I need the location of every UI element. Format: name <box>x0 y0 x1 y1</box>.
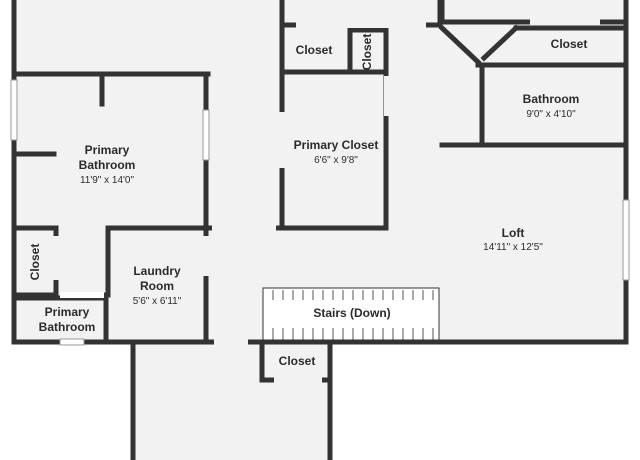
primary-bathroom-small-name-1: Primary <box>45 305 90 319</box>
primary-closet-dims: 6'6" x 9'8" <box>314 155 358 166</box>
door-openings <box>53 19 600 383</box>
stairs-label: Stairs (Down) <box>313 306 390 320</box>
primary-bathroom-dims: 11'9" x 14'0" <box>80 175 135 186</box>
closet-top-left-label: Closet <box>296 43 333 57</box>
laundry-room-dims: 5'6" x 6'11" <box>133 296 182 307</box>
loft-dims: 14'11" x 12'5" <box>483 242 543 253</box>
primary-bathroom-name-2: Bathroom <box>79 158 136 172</box>
primary-bathroom-name-1: Primary <box>85 143 130 157</box>
floor-area <box>14 0 626 460</box>
laundry-room-name-1: Laundry <box>133 264 181 278</box>
windows <box>10 79 630 346</box>
laundry-room-name-2: Room <box>140 279 174 293</box>
bathroom-dims: 9'0" x 4'10" <box>526 109 576 120</box>
closet-top-right-label: Closet <box>551 37 588 51</box>
closet-bottom-label: Closet <box>279 354 316 368</box>
primary-bathroom-small-name-2: Bathroom <box>39 320 96 334</box>
primary-closet-name: Primary Closet <box>294 138 379 152</box>
bathroom-name: Bathroom <box>523 92 580 106</box>
loft-name: Loft <box>502 226 525 240</box>
closet-top-vertical-label: Closet <box>360 34 374 71</box>
closet-left-vertical-label: Closet <box>28 244 42 281</box>
